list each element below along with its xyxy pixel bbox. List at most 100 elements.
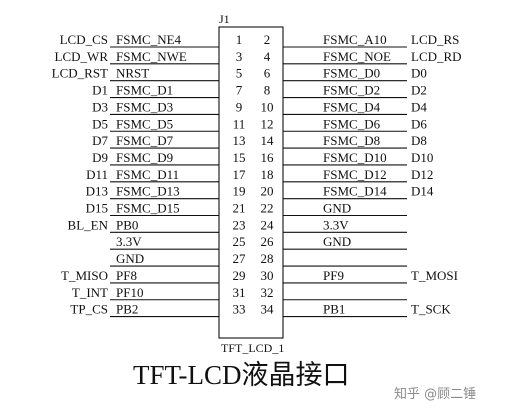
right-net-label: PF9 (323, 268, 344, 283)
right-signal-label: T_SCK (411, 302, 451, 317)
left-signal-label: D3 (92, 99, 108, 114)
left-signal-label: D7 (92, 133, 108, 148)
even-pin-number: 6 (264, 66, 271, 81)
right-net-label: FSMC_D10 (323, 150, 387, 165)
left-net-label: FSMC_D7 (116, 133, 174, 148)
pin-row-14: GND 27 28 (110, 251, 407, 267)
right-signal-label: LCD_RD (411, 49, 462, 64)
right-signal-label: D6 (411, 116, 427, 131)
left-signal-label: BL_EN (68, 217, 109, 232)
connector-body (218, 26, 284, 339)
right-net-label: GND (323, 234, 351, 249)
right-net-label: FSMC_D2 (323, 83, 380, 98)
odd-pin-number: 29 (233, 268, 246, 283)
odd-pin-number: 25 (233, 234, 246, 249)
connector-name-label: TFT_LCD_1 (221, 341, 284, 355)
right-net-label: 3.3V (323, 217, 349, 232)
watermark: 知乎 @顾二锤 (394, 386, 476, 402)
even-pin-number: 28 (261, 251, 274, 266)
even-pin-number: 30 (261, 268, 274, 283)
left-net-label: FSMC_D9 (116, 150, 173, 165)
odd-pin-number: 13 (233, 133, 246, 148)
pin-row-6: D5 FSMC_D5 11 12 FSMC_D6 D6 (92, 116, 427, 132)
left-net-label: FSMC_D1 (116, 83, 173, 98)
left-signal-label: D1 (92, 83, 108, 98)
left-signal-label: D11 (86, 167, 108, 182)
odd-pin-number: 5 (236, 66, 243, 81)
odd-pin-number: 3 (236, 49, 243, 64)
right-net-label: PB1 (323, 302, 345, 317)
even-pin-number: 16 (261, 150, 275, 165)
right-net-label: FSMC_D4 (323, 99, 381, 114)
even-pin-number: 8 (264, 83, 271, 98)
even-pin-number: 12 (261, 116, 274, 131)
left-net-label: FSMC_D5 (116, 116, 173, 131)
even-pin-number: 18 (261, 167, 274, 182)
odd-pin-number: 15 (233, 150, 246, 165)
right-signal-label: LCD_RS (411, 32, 459, 47)
pin-row-13: 3.3V 25 26 GND (110, 234, 407, 250)
right-signal-label: D2 (411, 83, 427, 98)
left-net-label: FSMC_NWE (116, 49, 187, 64)
even-pin-number: 2 (264, 32, 271, 47)
right-net-label: FSMC_D6 (323, 116, 381, 131)
right-signal-label: D0 (411, 66, 427, 81)
right-net-label: FSMC_D8 (323, 133, 380, 148)
pin-row-17: TP_CS PB2 33 34 PB1 T_SCK (70, 302, 451, 318)
left-net-label: FSMC_D11 (116, 167, 179, 182)
odd-pin-number: 23 (233, 217, 246, 232)
right-signal-label: T_MOSI (411, 268, 458, 283)
odd-pin-number: 11 (233, 116, 246, 131)
even-pin-number: 14 (261, 133, 275, 148)
left-net-label: PB0 (116, 217, 138, 232)
right-net-label: FSMC_A10 (323, 32, 387, 47)
left-net-label: GND (116, 251, 144, 266)
even-pin-number: 32 (261, 285, 274, 300)
left-net-label: FSMC_NE4 (116, 32, 182, 47)
left-signal-label: LCD_CS (60, 32, 108, 47)
even-pin-number: 20 (261, 184, 274, 199)
right-net-label: FSMC_D14 (323, 184, 387, 199)
left-signal-label: D9 (92, 150, 108, 165)
odd-pin-number: 33 (233, 302, 246, 317)
pin-row-12: BL_EN PB0 23 24 3.3V (68, 217, 407, 233)
right-signal-label: D12 (411, 167, 433, 182)
left-signal-label: LCD_RST (52, 66, 108, 81)
even-pin-number: 34 (261, 302, 275, 317)
left-signal-label: TP_CS (70, 302, 108, 317)
odd-pin-number: 21 (233, 201, 246, 216)
left-net-label: FSMC_D13 (116, 184, 180, 199)
left-signal-label: D5 (92, 116, 108, 131)
left-net-label: NRST (116, 66, 149, 81)
odd-pin-number: 17 (233, 167, 247, 182)
left-net-label: PF8 (116, 268, 137, 283)
pin-row-1: LCD_CS FSMC_NE4 1 2 FSMC_A10 LCD_RS (60, 32, 459, 48)
left-signal-label: D13 (86, 184, 108, 199)
odd-pin-number: 1 (236, 32, 243, 47)
right-signal-label: D10 (411, 150, 433, 165)
odd-pin-number: 9 (236, 99, 243, 114)
odd-pin-number: 27 (233, 251, 247, 266)
left-net-label: FSMC_D3 (116, 99, 173, 114)
left-net-label: PB2 (116, 302, 138, 317)
right-net-label: FSMC_D12 (323, 167, 387, 182)
pin-row-9: D11 FSMC_D11 17 18 FSMC_D12 D12 (86, 167, 433, 183)
pin-row-8: D9 FSMC_D9 15 16 FSMC_D10 D10 (92, 150, 433, 166)
right-net-label: GND (323, 201, 351, 216)
left-net-label: 3.3V (116, 234, 142, 249)
left-signal-label: D15 (86, 201, 108, 216)
even-pin-number: 24 (261, 217, 275, 232)
right-signal-label: D4 (411, 99, 427, 114)
even-pin-number: 26 (261, 234, 275, 249)
left-net-label: PF10 (116, 285, 143, 300)
